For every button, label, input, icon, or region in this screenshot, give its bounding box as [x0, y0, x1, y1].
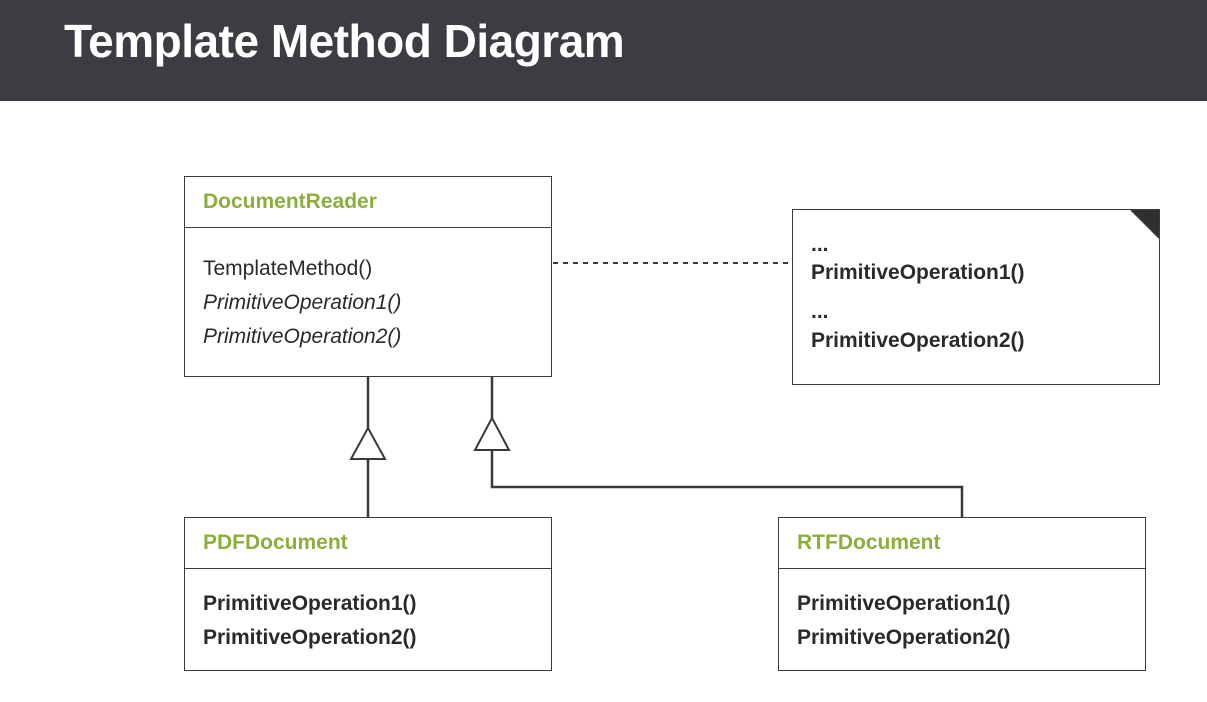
note-ellipsis: ... [811, 233, 829, 256]
note-lines: ... PrimitiveOperation1() ... PrimitiveO… [811, 233, 1025, 358]
note-call: PrimitiveOperation1() [811, 261, 1025, 284]
rtf-inheritance-path [490, 450, 964, 517]
document-reader-class: DocumentReader TemplateMethod() Primitiv… [184, 176, 552, 377]
abstract-operation: PrimitiveOperation2() [203, 325, 402, 348]
note-folded-corner [1130, 210, 1159, 239]
pdf-document-name: PDFDocument [185, 518, 551, 569]
rtf-document-operations: PrimitiveOperation1() PrimitiveOperation… [797, 587, 1011, 655]
rtf-document-name: RTFDocument [779, 518, 1145, 569]
rtf-document-class: RTFDocument PrimitiveOperation1() Primit… [778, 517, 1146, 671]
pdf-document-class: PDFDocument PrimitiveOperation1() Primit… [184, 517, 552, 671]
operation: PrimitiveOperation1() [203, 592, 417, 615]
note-call: PrimitiveOperation2() [811, 329, 1025, 352]
pdf-document-operations: PrimitiveOperation1() PrimitiveOperation… [203, 587, 417, 655]
document-reader-operations: TemplateMethod() PrimitiveOperation1() P… [203, 252, 401, 354]
template-method-op: TemplateMethod() [203, 257, 373, 280]
operation: PrimitiveOperation2() [203, 626, 417, 649]
operation: PrimitiveOperation2() [797, 626, 1011, 649]
title-bar: Template Method Diagram [0, 0, 1207, 101]
template-method-note: ... PrimitiveOperation1() ... PrimitiveO… [792, 209, 1160, 385]
abstract-operation: PrimitiveOperation1() [203, 291, 402, 314]
document-reader-name: DocumentReader [185, 177, 551, 228]
rtf-inheritance-arrow [473, 415, 511, 451]
pdf-inheritance-arrow [349, 425, 387, 460]
note-ellipsis: ... [811, 300, 829, 323]
operation: PrimitiveOperation1() [797, 592, 1011, 615]
page-title: Template Method Diagram [64, 15, 625, 67]
